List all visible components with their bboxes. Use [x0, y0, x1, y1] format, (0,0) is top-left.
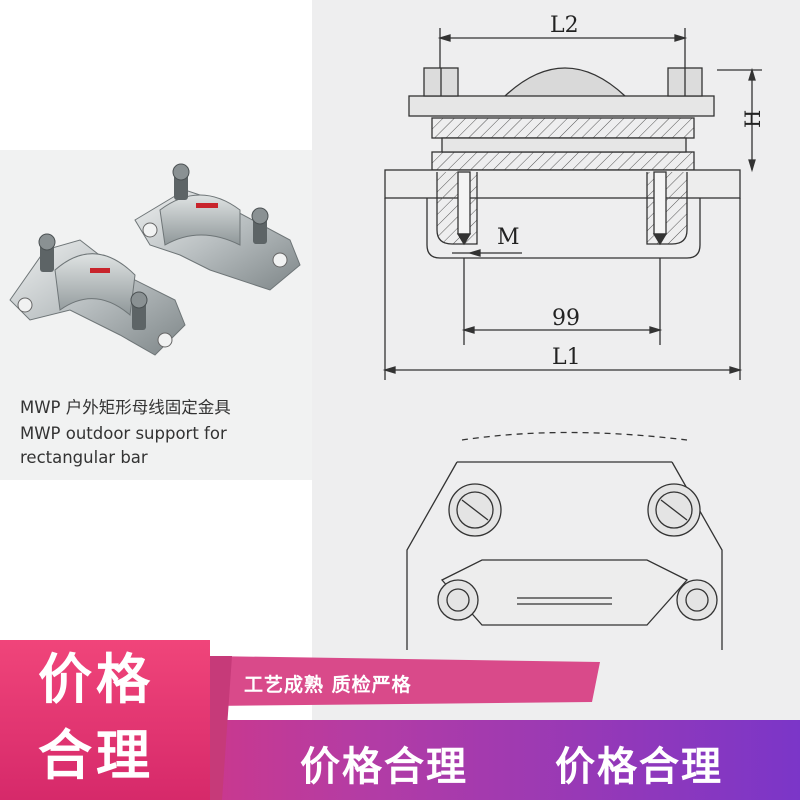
- dimension-m: [452, 249, 522, 257]
- dimension-99: [461, 258, 663, 345]
- plan-view: [406, 431, 723, 650]
- dimension-h: [717, 67, 762, 173]
- label-m: M: [497, 225, 520, 250]
- clamp-back: [134, 163, 301, 291]
- support-body: [426, 198, 701, 259]
- caption-en-line2: rectangular bar: [20, 448, 148, 467]
- dimension-l1: [382, 198, 743, 380]
- price-text-a: 价格合理: [300, 744, 468, 790]
- product-photo-panel: MWP 户外矩形母线固定金具 MWP outdoor support for r…: [0, 150, 312, 480]
- clamp-photo: [9, 163, 301, 356]
- busbar-upper: [431, 117, 695, 139]
- drawing-svg: L2 H M 99 L1: [382, 13, 765, 650]
- dimension-l2: [437, 28, 688, 68]
- price-text-b: 价格合理: [555, 744, 723, 790]
- busbar-lower: [431, 151, 695, 171]
- banner-background: [0, 640, 800, 800]
- slogan: 工艺成熟 质检严格: [244, 674, 412, 696]
- bar-dome: [504, 67, 626, 97]
- caption-en-line1: MWP outdoor support for: [20, 424, 227, 443]
- right-bolt: [653, 171, 667, 235]
- left-bolt: [457, 171, 471, 235]
- top-plate: [408, 95, 715, 117]
- label-h: H: [741, 110, 765, 128]
- label-l2: L2: [550, 13, 579, 38]
- clamp-front: [9, 233, 186, 356]
- label-99: 99: [552, 306, 580, 331]
- caption-cn: MWP 户外矩形母线固定金具: [20, 398, 231, 417]
- price-line2: 合理: [38, 724, 154, 787]
- price-line1: 价格: [38, 648, 154, 711]
- label-l1: L1: [552, 345, 581, 370]
- promo-banner: 价格 合理 工艺成熟 质检严格 价格合理 价格合理: [0, 640, 800, 800]
